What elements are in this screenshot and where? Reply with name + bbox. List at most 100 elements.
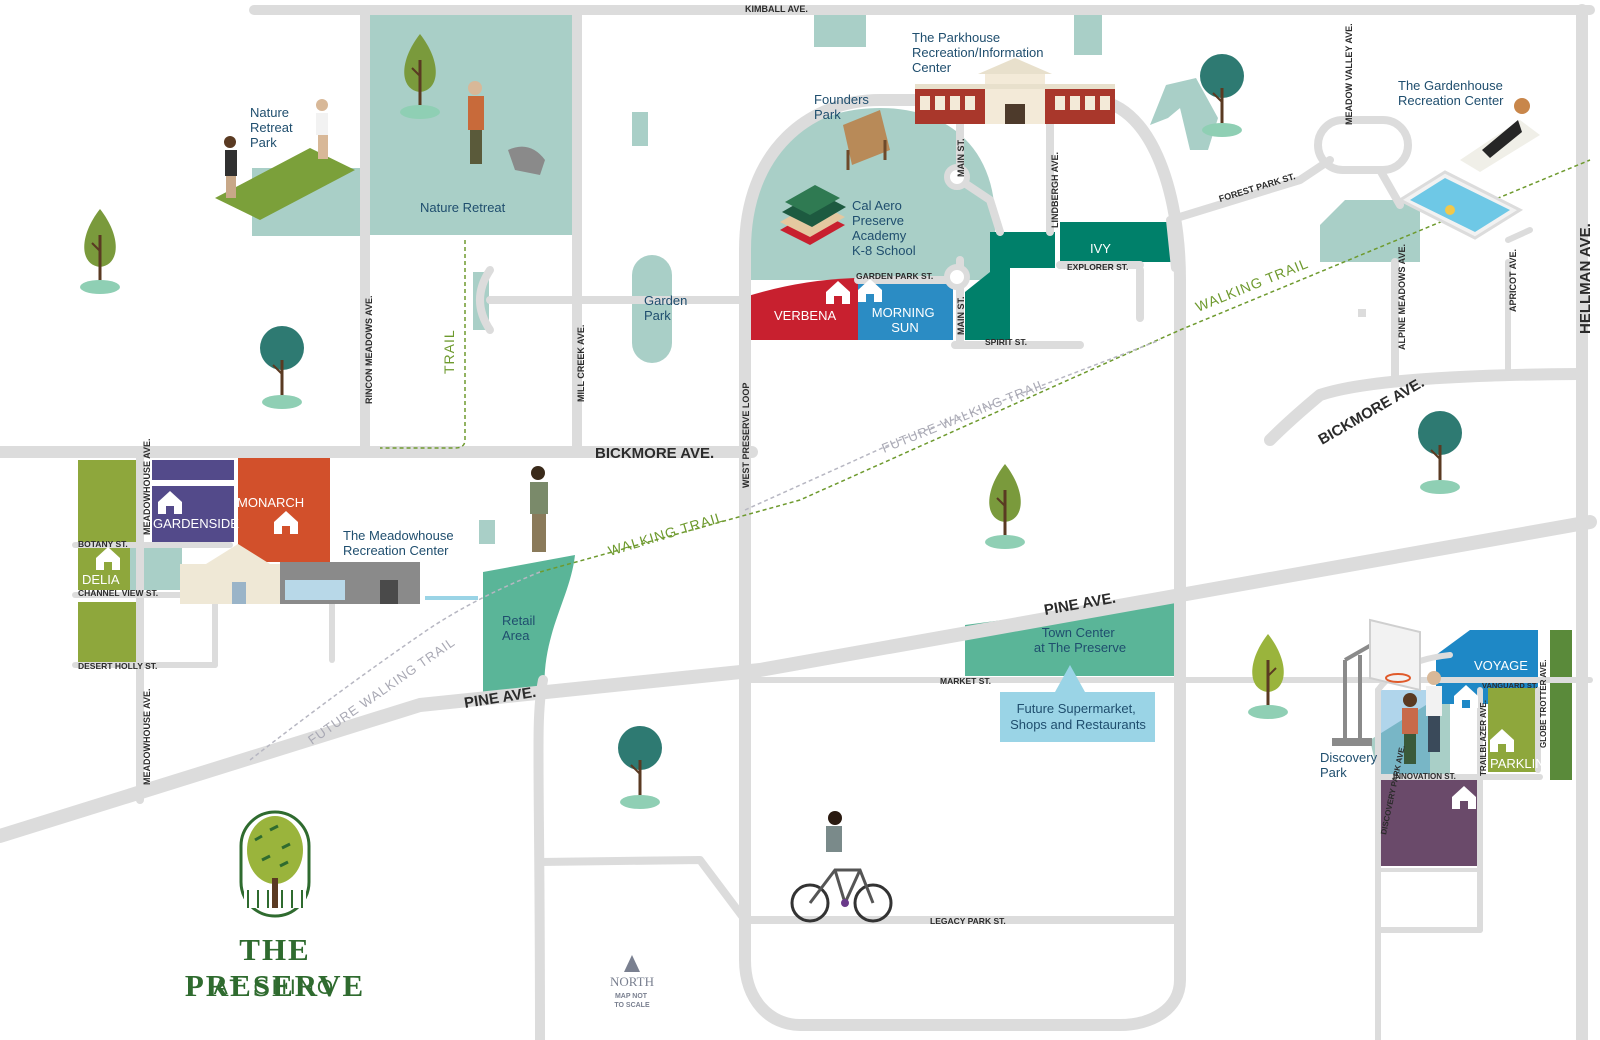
- walking-trail-line: [539, 159, 1591, 573]
- lindbergh-ave-label: LINDBERGH AVE.: [1050, 152, 1060, 228]
- voyage-label[interactable]: VOYAGE: [1474, 658, 1528, 673]
- tree-icon: [258, 324, 306, 411]
- gardenside-top-block: [152, 460, 234, 480]
- meadowhouse-ave-label: MEADOWHOUSE AVE.: [142, 688, 152, 785]
- delia-label[interactable]: DELIA: [82, 572, 120, 587]
- town-center-label[interactable]: Town Center at The Preserve: [1034, 625, 1126, 655]
- people-illustrations: [224, 81, 1442, 852]
- house-icon: [1350, 294, 1374, 317]
- ivy-west-block[interactable]: [965, 232, 1055, 340]
- north-label: NORTH: [610, 974, 654, 989]
- bickmore-ave-label: BICKMORE AVE.: [595, 445, 714, 462]
- parkhouse-label[interactable]: The Parkhouse Recreation/Information Cen…: [912, 30, 1047, 75]
- trailblazer-ave-label: TRAILBLAZER AVE.: [1479, 700, 1488, 776]
- trail-label: TRAIL: [441, 329, 457, 374]
- walking-trail-label: WALKING TRAIL: [606, 508, 726, 558]
- future-supermarket-box[interactable]: [1000, 692, 1155, 742]
- town-center-area[interactable]: [965, 597, 1175, 676]
- place-labels: Nature Retreat Park Nature Retreat The P…: [250, 30, 1506, 780]
- innovation-st-label: INNOVATION ST.: [1393, 772, 1456, 781]
- illustrations: [78, 32, 1540, 972]
- tree-icon: [616, 724, 664, 811]
- globe-trotter-ave-label: GLOBE TROTTER AVE.: [1539, 660, 1548, 748]
- future-trail-central: [744, 339, 1161, 511]
- parklin-block[interactable]: [1488, 688, 1540, 772]
- morning-sun-label[interactable]: MORNING SUN: [872, 305, 938, 335]
- basketball-hoop: [1332, 618, 1421, 746]
- olive-block-1: [78, 460, 144, 545]
- apricot-ave-label: APRICOT AVE.: [1508, 249, 1518, 312]
- gardenhouse-area[interactable]: [1320, 200, 1420, 262]
- desert-holly-st-label: DESERT HOLLY ST.: [78, 661, 157, 671]
- future-trail-west: [249, 571, 541, 761]
- parklin-label[interactable]: PARKLIN: [1490, 756, 1545, 771]
- park-patch-1: [814, 15, 866, 47]
- founders-park-label[interactable]: Founders Park: [814, 92, 873, 122]
- parklin-east-block: [1550, 630, 1572, 780]
- north-arrow-icon: [624, 955, 640, 972]
- mill-creek-label: MILL CREEK AVE.: [576, 325, 586, 402]
- preserve-logo: [239, 810, 311, 918]
- meadowhouse-label[interactable]: The Meadowhouse Recreation Center: [343, 528, 457, 558]
- garden-park-area[interactable]: [632, 255, 672, 363]
- parkhouse-building[interactable]: [915, 58, 1115, 124]
- bench-icon: [843, 110, 890, 170]
- hellman-ave-label: HELLMAN AVE.: [1577, 223, 1594, 334]
- tree-icon: [1246, 632, 1290, 721]
- olive-block-2: [78, 602, 140, 662]
- walking-trail-label: WALKING TRAIL: [1193, 255, 1311, 315]
- main-st-label: MAIN ST.: [956, 296, 966, 335]
- monarch-label[interactable]: MONARCH: [237, 495, 304, 510]
- kimball-ave-label: KIMBALL AVE.: [745, 4, 808, 14]
- compass: NORTH MAP NOT TO SCALE: [610, 974, 654, 1009]
- books-icon: [780, 185, 846, 245]
- garden-park-st-label: GARDEN PARK ST.: [856, 271, 933, 281]
- vanguard-st-label: VANGUARD ST.: [1482, 681, 1538, 690]
- ivy-block[interactable]: [1060, 222, 1172, 262]
- neighborhood-blocks: [78, 222, 1572, 866]
- botany-st-label: BOTANY ST.: [78, 539, 128, 549]
- voyage-block[interactable]: [1436, 630, 1538, 688]
- bicycle-icon: [790, 868, 893, 923]
- gardenhouse-label[interactable]: The Gardenhouse Recreation Center: [1398, 78, 1506, 108]
- tree-icon: [78, 207, 122, 296]
- roads: [0, 4, 1597, 1040]
- tree-icon: [1416, 409, 1464, 496]
- ivy-label[interactable]: IVY: [1090, 241, 1111, 256]
- park-patch-6: [479, 520, 495, 544]
- pointer-icon: [1055, 665, 1085, 692]
- cal-aero-school-label[interactable]: Cal Aero Preserve Academy K-8 School: [852, 198, 916, 258]
- brand-subtitle: AT CHINO: [213, 976, 337, 999]
- discovery-park-label[interactable]: Discovery Park: [1320, 750, 1381, 780]
- nature-retreat-park-label[interactable]: Nature Retreat Park: [250, 105, 296, 150]
- park-patch-3: [632, 112, 648, 146]
- trails: [249, 159, 1591, 761]
- retail-area[interactable]: [483, 555, 575, 698]
- garden-park-label[interactable]: Garden Park: [644, 293, 691, 323]
- channel-view-st-label: CHANNEL VIEW ST.: [78, 588, 158, 598]
- future-walking-trail-label: FUTURE WALKING TRAIL: [305, 634, 458, 747]
- neighborhood-labels: VERBENA MORNING SUN IVY MONARCH GARDENSI…: [82, 241, 1545, 771]
- rincon-meadows-label: RINCON MEADOWS AVE.: [364, 295, 374, 404]
- meadow-valley-label: MEADOW VALLEY AVE.: [1344, 23, 1354, 125]
- west-preserve-loop-label: WEST PRESERVE LOOP: [741, 383, 751, 488]
- nature-trail: [380, 240, 466, 449]
- meadowhouse-ave-label: MEADOWHOUSE AVE.: [142, 438, 152, 535]
- future-walking-trail-label: FUTURE WALKING TRAIL: [880, 376, 1049, 456]
- tree-icon: [983, 462, 1027, 551]
- market-st-label: MARKET ST.: [940, 676, 991, 686]
- main-st-label: MAIN ST.: [956, 138, 966, 177]
- future-supermarket-label[interactable]: Future Supermarket, Shops and Restaurant…: [1010, 701, 1146, 732]
- gardenside-label[interactable]: GARDENSIDE: [153, 516, 239, 531]
- nature-retreat-label[interactable]: Nature Retreat: [420, 200, 506, 215]
- meadowhouse-building[interactable]: [180, 544, 420, 604]
- tennis-court: [215, 148, 355, 220]
- legacy-park-st-label: LEGACY PARK ST.: [930, 916, 1006, 926]
- spirit-st-label: SPIRIT ST.: [985, 337, 1027, 347]
- gardenhouse-pool[interactable]: [1396, 98, 1540, 240]
- brand-title: THE PRESERVE: [184, 932, 366, 1003]
- alpine-meadows-label: ALPINE MEADOWS AVE.: [1397, 244, 1407, 350]
- verbena-label[interactable]: VERBENA: [774, 308, 836, 323]
- retail-area-label[interactable]: Retail Area: [502, 613, 539, 643]
